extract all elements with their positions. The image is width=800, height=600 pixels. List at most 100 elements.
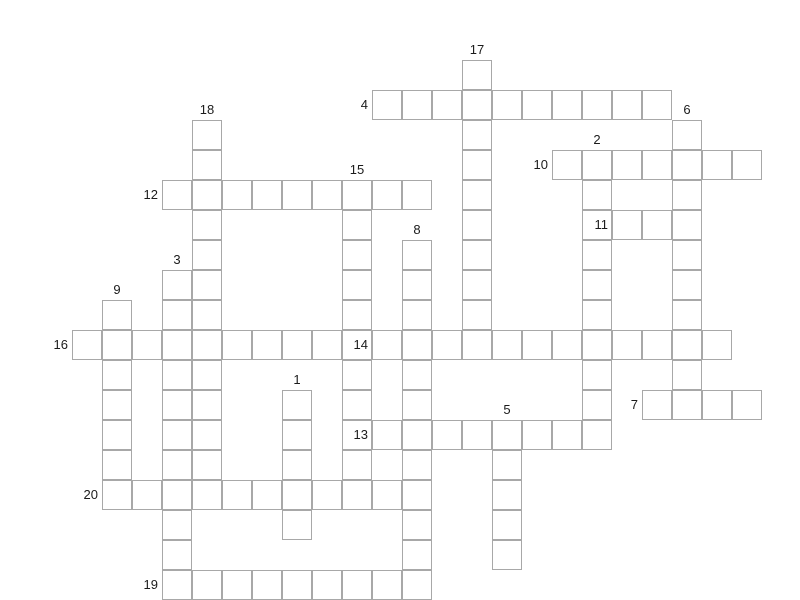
crossword-cell[interactable] [342, 210, 372, 240]
crossword-cell[interactable] [282, 180, 312, 210]
crossword-cell[interactable] [372, 330, 402, 360]
crossword-cell[interactable] [582, 330, 612, 360]
crossword-cell[interactable] [192, 300, 222, 330]
crossword-cell[interactable] [612, 150, 642, 180]
crossword-cell[interactable] [162, 180, 192, 210]
crossword-cell[interactable] [582, 210, 612, 240]
crossword-cell[interactable] [462, 180, 492, 210]
crossword-cell[interactable] [462, 300, 492, 330]
crossword-cell[interactable] [192, 240, 222, 270]
crossword-cell[interactable] [402, 240, 432, 270]
crossword-cell[interactable] [402, 540, 432, 570]
crossword-cell[interactable] [192, 450, 222, 480]
crossword-cell[interactable] [252, 480, 282, 510]
crossword-cell[interactable] [582, 180, 612, 210]
crossword-cell[interactable] [192, 180, 222, 210]
crossword-cell[interactable] [312, 180, 342, 210]
crossword-cell[interactable] [162, 330, 192, 360]
crossword-cell[interactable] [102, 300, 132, 330]
crossword-cell[interactable] [252, 570, 282, 600]
crossword-cell[interactable] [642, 390, 672, 420]
crossword-cell[interactable] [402, 510, 432, 540]
crossword-cell[interactable] [522, 330, 552, 360]
crossword-cell[interactable] [582, 240, 612, 270]
crossword-cell[interactable] [672, 180, 702, 210]
crossword-cell[interactable] [372, 90, 402, 120]
crossword-cell[interactable] [312, 330, 342, 360]
crossword-cell[interactable] [612, 330, 642, 360]
crossword-cell[interactable] [102, 330, 132, 360]
crossword-cell[interactable] [552, 330, 582, 360]
crossword-cell[interactable] [162, 420, 192, 450]
crossword-cell[interactable] [402, 300, 432, 330]
crossword-cell[interactable] [342, 480, 372, 510]
crossword-cell[interactable] [102, 450, 132, 480]
crossword-cell[interactable] [342, 270, 372, 300]
crossword-cell[interactable] [672, 270, 702, 300]
crossword-cell[interactable] [402, 570, 432, 600]
crossword-cell[interactable] [462, 330, 492, 360]
crossword-cell[interactable] [402, 330, 432, 360]
crossword-cell[interactable] [342, 300, 372, 330]
crossword-cell[interactable] [282, 510, 312, 540]
crossword-cell[interactable] [642, 90, 672, 120]
crossword-cell[interactable] [252, 180, 282, 210]
crossword-cell[interactable] [192, 150, 222, 180]
crossword-cell[interactable] [282, 330, 312, 360]
crossword-cell[interactable] [492, 510, 522, 540]
crossword-cell[interactable] [672, 120, 702, 150]
crossword-cell[interactable] [402, 480, 432, 510]
crossword-cell[interactable] [492, 540, 522, 570]
crossword-cell[interactable] [282, 570, 312, 600]
crossword-cell[interactable] [372, 570, 402, 600]
crossword-cell[interactable] [102, 390, 132, 420]
crossword-cell[interactable] [192, 120, 222, 150]
crossword-cell[interactable] [732, 150, 762, 180]
crossword-cell[interactable] [192, 480, 222, 510]
crossword-cell[interactable] [582, 390, 612, 420]
crossword-cell[interactable] [162, 450, 192, 480]
crossword-cell[interactable] [552, 90, 582, 120]
crossword-cell[interactable] [582, 420, 612, 450]
crossword-cell[interactable] [702, 150, 732, 180]
crossword-cell[interactable] [192, 270, 222, 300]
crossword-cell[interactable] [642, 210, 672, 240]
crossword-cell[interactable] [132, 480, 162, 510]
crossword-cell[interactable] [672, 300, 702, 330]
crossword-cell[interactable] [462, 90, 492, 120]
crossword-cell[interactable] [672, 390, 702, 420]
crossword-cell[interactable] [702, 330, 732, 360]
crossword-cell[interactable] [402, 180, 432, 210]
crossword-cell[interactable] [462, 270, 492, 300]
crossword-cell[interactable] [462, 240, 492, 270]
crossword-cell[interactable] [492, 420, 522, 450]
crossword-cell[interactable] [342, 420, 372, 450]
crossword-cell[interactable] [372, 180, 402, 210]
crossword-cell[interactable] [162, 510, 192, 540]
crossword-cell[interactable] [672, 330, 702, 360]
crossword-cell[interactable] [672, 150, 702, 180]
crossword-cell[interactable] [192, 210, 222, 240]
crossword-cell[interactable] [492, 450, 522, 480]
crossword-cell[interactable] [432, 90, 462, 120]
crossword-cell[interactable] [462, 60, 492, 90]
crossword-cell[interactable] [462, 120, 492, 150]
crossword-cell[interactable] [702, 390, 732, 420]
crossword-cell[interactable] [612, 210, 642, 240]
crossword-cell[interactable] [162, 300, 192, 330]
crossword-cell[interactable] [222, 180, 252, 210]
crossword-cell[interactable] [342, 390, 372, 420]
crossword-cell[interactable] [102, 480, 132, 510]
crossword-cell[interactable] [582, 270, 612, 300]
crossword-cell[interactable] [612, 90, 642, 120]
crossword-cell[interactable] [192, 570, 222, 600]
crossword-cell[interactable] [312, 480, 342, 510]
crossword-cell[interactable] [462, 420, 492, 450]
crossword-cell[interactable] [282, 450, 312, 480]
crossword-cell[interactable] [342, 180, 372, 210]
crossword-cell[interactable] [402, 390, 432, 420]
crossword-cell[interactable] [672, 360, 702, 390]
crossword-cell[interactable] [342, 240, 372, 270]
crossword-cell[interactable] [492, 90, 522, 120]
crossword-cell[interactable] [582, 150, 612, 180]
